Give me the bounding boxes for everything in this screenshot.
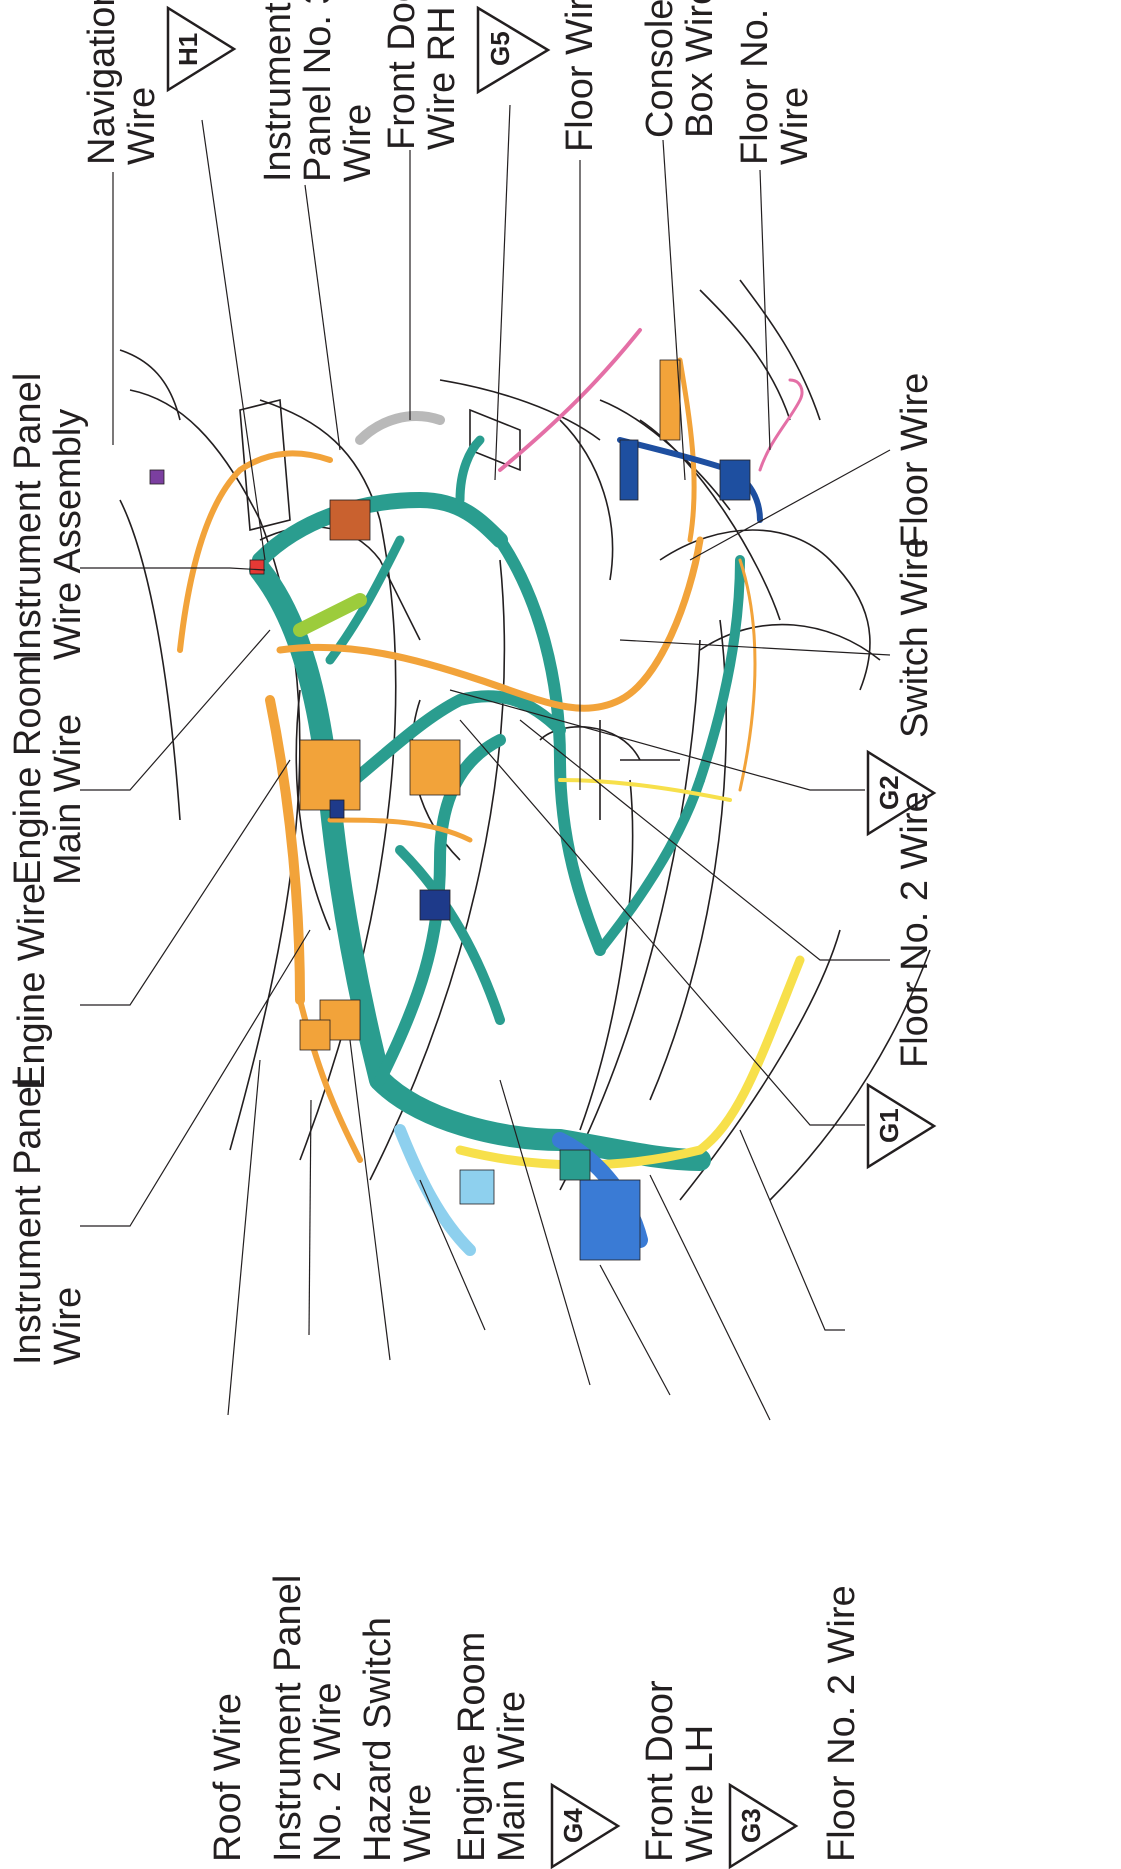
label-floor-wire-top: Floor Wire: [559, 0, 601, 152]
ground-point-h1-label: H1: [173, 33, 203, 66]
ground-point-g4-label: G4: [558, 1808, 588, 1843]
ground-point-g5-label: G5: [485, 31, 515, 66]
vehicle-body-outline: [119, 279, 931, 1201]
label-roof-wire: Roof Wire: [207, 1693, 249, 1862]
harness-bundles: [177, 328, 805, 1256]
ground-point-g1-label: G1: [874, 1108, 904, 1143]
connectors: [149, 359, 751, 1261]
ground-point-g5: G5: [476, 5, 551, 95]
label-engine-wire: Engine Wire: [11, 883, 53, 1090]
label-switch-wire: Switch Wire: [894, 537, 936, 738]
ground-point-h1: H1: [166, 5, 237, 93]
ground-point-g4: G4: [550, 1782, 621, 1869]
label-floor-wire-right: Floor Wire: [894, 372, 936, 548]
ground-point-g2-label: G2: [874, 775, 904, 810]
label-floor-no2-wire-bottom: Floor No. 2 Wire: [821, 1585, 863, 1862]
ground-point-g1: G1: [866, 1082, 937, 1170]
ground-point-g3: G3: [728, 1782, 799, 1869]
label-floor-no2-wire-right: Floor No. 2 Wire: [894, 791, 936, 1068]
ground-point-g3-label: G3: [736, 1808, 766, 1843]
ground-point-g2: G2: [866, 749, 937, 837]
leader-lines: [80, 104, 891, 1421]
